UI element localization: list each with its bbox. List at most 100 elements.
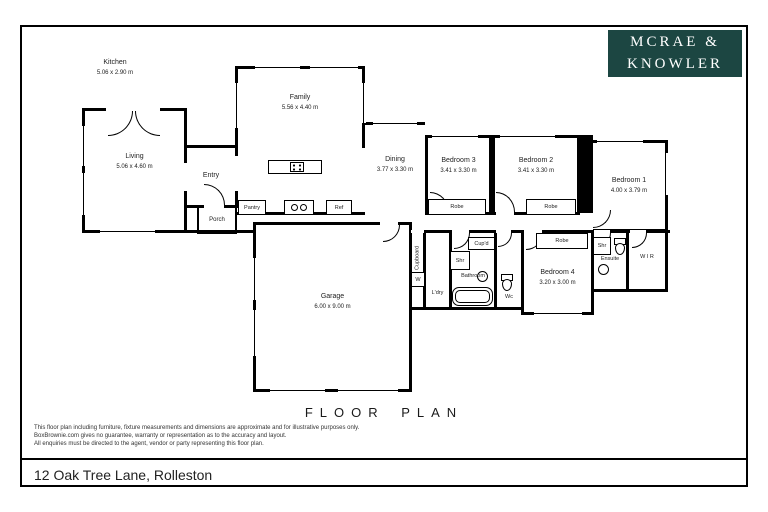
window: [373, 121, 417, 126]
room-name: Dining: [385, 155, 405, 163]
door-opening: [452, 230, 469, 233]
window: [432, 134, 478, 139]
room-garage: Garage 6.00 x 9.00 m: [253, 222, 412, 392]
room-dims: 6.00 x 9.00 m: [314, 303, 351, 310]
washing-machine: W: [411, 272, 425, 287]
window: [310, 65, 358, 70]
room-name: Kitchen: [103, 58, 127, 66]
page-border: MCRAE & KNOWLER Family 5.56 x 4.40 m Liv…: [20, 25, 748, 487]
room-label: Garage 6.00 x 9.00 m: [256, 225, 409, 389]
floor-plan: Family 5.56 x 4.40 m Living 5.06 x 4.60 …: [70, 58, 680, 408]
vanity-icon: [598, 264, 609, 275]
room-living: Living 5.06 x 4.60 m: [82, 108, 187, 233]
divider: [20, 458, 748, 460]
wall-segment: [184, 230, 256, 233]
room-wir-label: W I R: [640, 254, 654, 260]
room-dims: 3.41 x 3.30 m: [517, 167, 555, 174]
room-label: Bedroom 4 3.20 x 3.00 m: [524, 233, 591, 312]
room-name: Entry: [202, 172, 220, 180]
window: [252, 310, 257, 356]
fixture-label: Robe: [544, 204, 558, 210]
room-name: Bedroom 3: [441, 156, 476, 164]
shower-ensuite: Shr: [593, 237, 611, 255]
robe-bedroom-4: Robe: [536, 233, 588, 249]
room-label: Dining 3.77 x 3.30 m: [365, 125, 425, 215]
door-opening: [524, 230, 542, 233]
room-laundry-label: L'dry: [431, 290, 444, 296]
door-opening: [496, 212, 514, 215]
window: [270, 388, 325, 393]
room-dims: 3.20 x 3.00 m: [539, 280, 576, 287]
window: [338, 388, 398, 393]
fixture-label: W: [415, 276, 421, 283]
room-dims: 4.00 x 3.79 m: [610, 187, 648, 194]
brand-logo: MCRAE & KNOWLER: [608, 30, 742, 77]
window: [255, 65, 300, 70]
room-label: Porch: [199, 208, 235, 233]
sink-icon: [284, 200, 314, 215]
window: [81, 126, 86, 166]
toilet-icon: [501, 274, 513, 291]
room-label: Entry: [187, 148, 235, 205]
window: [234, 83, 239, 128]
brand-line1: MCRAE &: [630, 33, 720, 50]
room-dims: 5.06 x 2.90 m: [96, 69, 134, 76]
fixture-label: Robe: [450, 204, 464, 210]
window: [534, 311, 582, 316]
door-opening: [184, 163, 187, 191]
disclaimer-line: This floor plan including furniture, fix…: [34, 425, 360, 431]
room-dining: Dining 3.77 x 3.30 m: [365, 122, 425, 215]
fixture-label: Shr: [597, 243, 607, 249]
window: [500, 134, 555, 139]
room-label: Bedroom 3 3.41 x 3.30 m: [428, 138, 489, 212]
room-name: Porch: [209, 216, 225, 223]
floor-plan-title: FLOOR PLAN: [304, 405, 464, 420]
robe-bedroom-3: Robe: [428, 199, 486, 215]
room-kitchen-label: Kitchen 5.06 x 2.90 m: [70, 58, 160, 78]
door-opening: [496, 230, 511, 233]
window: [100, 229, 155, 234]
refrigerator: Ref: [326, 200, 352, 215]
stove-icon: [290, 162, 304, 172]
fixture-label: Cup'd: [474, 240, 489, 247]
vanity-icon: [477, 271, 488, 282]
door-opening: [594, 230, 610, 233]
door-opening: [380, 222, 398, 225]
bathroom-cupboard: Cup'd: [468, 237, 495, 250]
room-dims: 5.56 x 4.40 m: [281, 105, 319, 112]
fixture-label: Pantry: [244, 204, 260, 211]
fixture-label: Shr: [455, 257, 465, 264]
room-dims: 3.77 x 3.30 m: [376, 166, 414, 173]
door-opening: [590, 213, 593, 230]
pantry-cabinet: Pantry: [238, 200, 266, 215]
address: 12 Oak Tree Lane, Rolleston: [34, 467, 213, 483]
door-opening: [411, 230, 424, 233]
room-label: Bedroom 1 4.00 x 3.79 m: [593, 143, 665, 229]
disclaimer-line: All enquiries must be directed to the ag…: [34, 440, 264, 447]
room-name: Garage: [320, 292, 345, 300]
room-label: Living 5.06 x 4.60 m: [85, 111, 184, 230]
window: [81, 173, 86, 215]
door-opening: [106, 108, 160, 111]
bathtub-icon: [452, 287, 493, 306]
window: [361, 83, 366, 123]
room-ensuite-label: Ensuite: [600, 256, 620, 262]
room-laundry: [423, 230, 452, 310]
window: [663, 153, 668, 195]
room-label: Bedroom 2 3.41 x 3.30 m: [495, 138, 577, 212]
window: [597, 139, 643, 144]
room-name: Family: [289, 94, 311, 102]
disclaimer-line: BoxBrownie.com gives no guarantee, warra…: [34, 432, 287, 439]
room-name: Bedroom 1: [611, 176, 647, 184]
door-opening: [204, 205, 224, 208]
door-opening: [234, 156, 239, 191]
shower-bathroom: Shr: [450, 251, 470, 270]
disclaimer: This floor plan including furniture, fix…: [34, 425, 359, 448]
wall-segment: [577, 135, 593, 213]
room-name: Bedroom 4: [540, 269, 575, 277]
robe-bedroom-2: Robe: [526, 199, 576, 215]
room-dims: 5.06 x 4.60 m: [116, 164, 153, 171]
room-label: Family 5.56 x 4.40 m: [238, 69, 362, 148]
room-wc-label: Wc: [505, 294, 513, 300]
fixture-label: Ref: [334, 204, 344, 211]
